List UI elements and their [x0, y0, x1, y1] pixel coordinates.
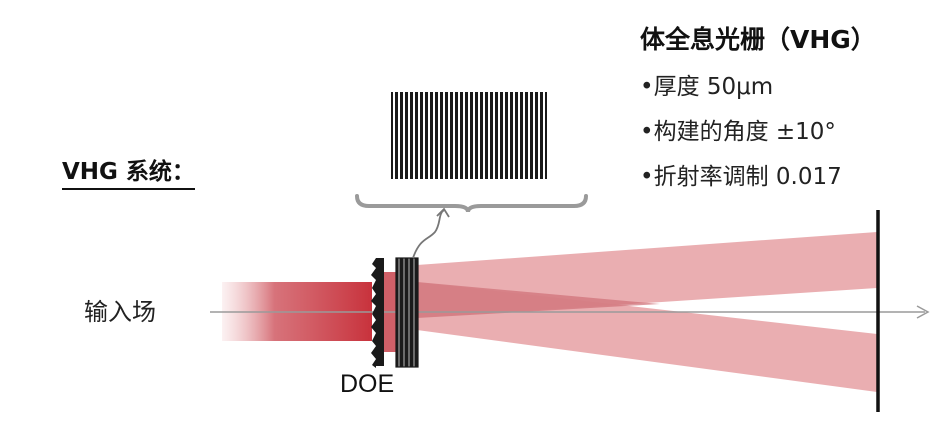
system-title: VHG 系统：	[62, 152, 195, 190]
axis-arrowhead	[916, 305, 930, 319]
doe-element	[371, 258, 384, 368]
pointer-arrowhead	[436, 207, 450, 218]
beam-overlap	[417, 282, 660, 318]
spec-index-modulation: •折射率调制 0.017	[640, 164, 842, 190]
spec-thickness: •厚度 50μm	[640, 74, 774, 100]
grating-zoom-inset	[391, 92, 547, 179]
inset-bracket	[355, 194, 588, 213]
spec-angle: •构建的角度 ±10°	[640, 119, 836, 145]
pointer-arrow	[412, 209, 445, 259]
input-field-label: 输入场	[84, 298, 156, 326]
vhg-element	[395, 257, 419, 368]
doe-label: DOE	[340, 370, 395, 398]
vhg-title: 体全息光栅（VHG）	[640, 25, 876, 54]
